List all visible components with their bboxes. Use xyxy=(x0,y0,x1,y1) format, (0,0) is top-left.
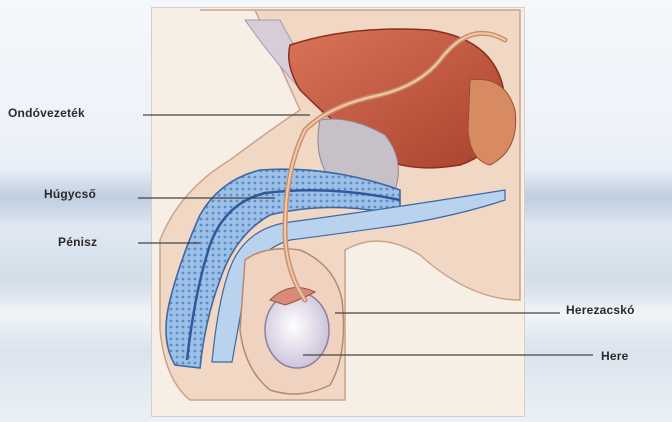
label-testis: Here xyxy=(601,349,628,363)
label-penis: Pénisz xyxy=(58,235,97,249)
testis xyxy=(265,292,329,368)
label-urethra: Húgycső xyxy=(44,187,96,201)
label-vas-deferens: Ondóvezeték xyxy=(8,106,85,120)
label-scrotum: Herezacskó xyxy=(566,303,635,317)
